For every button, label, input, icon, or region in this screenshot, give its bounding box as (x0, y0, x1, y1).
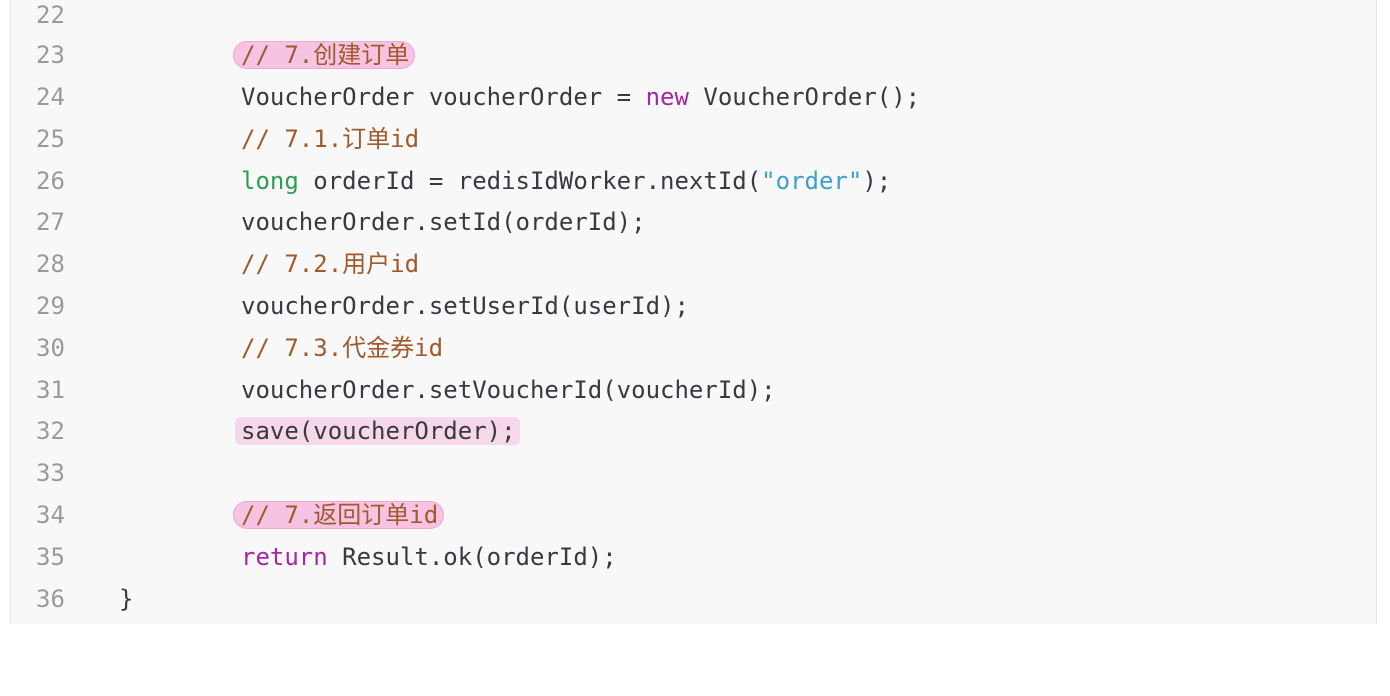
line-number: 33 (36, 459, 65, 487)
code-line: 23 // 7.创建订单 (11, 40, 1376, 82)
line-number: 26 (36, 167, 65, 195)
highlighted-comment: // 7.创建订单 (233, 41, 416, 69)
code-text: voucherOrder.setId(orderId); (241, 208, 646, 236)
line-number: 34 (36, 501, 65, 529)
code-line: 29 voucherOrder.setUserId(userId); (11, 291, 1376, 333)
comment-text: // 7.2.用户id (241, 250, 420, 278)
code-text: VoucherOrder voucherOrder = new VoucherO… (241, 82, 920, 112)
code-token: VoucherOrder voucherOrder = (241, 83, 646, 111)
highlighted-comment: // 7.返回订单id (233, 501, 445, 529)
code-text: voucherOrder.setVoucherId(voucherId); (241, 376, 776, 404)
code-line: 34 // 7.返回订单id (11, 500, 1376, 542)
string-token: "order" (761, 167, 863, 195)
code-line: 31 voucherOrder.setVoucherId(voucherId); (11, 375, 1376, 417)
highlighted-code: save(voucherOrder); (235, 417, 520, 445)
comment-text: // 7.3.代金券id (241, 334, 444, 362)
keyword-token: return (241, 543, 328, 571)
code-token: Result.ok(orderId); (327, 543, 617, 571)
code-line: 24 VoucherOrder voucherOrder = new Vouch… (11, 82, 1376, 124)
code-line: 32 save(voucherOrder); (11, 416, 1376, 458)
code-line: 35 return Result.ok(orderId); (11, 542, 1376, 584)
code-text: save(voucherOrder); (235, 416, 520, 446)
line-number: 30 (36, 334, 65, 362)
code-token: orderId = redisIdWorker.nextId( (298, 167, 762, 195)
line-number: 27 (36, 208, 65, 236)
line-number: 36 (36, 585, 65, 613)
code-line: 36 } (11, 584, 1376, 626)
code-line: 33 (11, 458, 1376, 500)
code-token: ); (862, 167, 892, 195)
line-number: 35 (36, 543, 65, 571)
code-text: long orderId = redisIdWorker.nextId("ord… (241, 166, 891, 196)
code-text: // 7.返回订单id (233, 500, 445, 530)
code-line: 27 voucherOrder.setId(orderId); (11, 207, 1376, 249)
code-text: voucherOrder.setUserId(userId); (241, 292, 689, 320)
code-text: // 7.创建订单 (233, 40, 416, 70)
line-number: 31 (36, 376, 65, 404)
code-line: 22 (11, 0, 1376, 42)
type-token: long (241, 167, 299, 195)
keyword-token: new (645, 83, 689, 111)
line-number: 25 (36, 125, 65, 153)
code-block: 22 23 // 7.创建订单 24 VoucherOrder voucherO… (10, 0, 1377, 624)
code-line: 26 long orderId = redisIdWorker.nextId("… (11, 166, 1376, 208)
line-number: 29 (36, 292, 65, 320)
code-line: 25 // 7.1.订单id (11, 124, 1376, 166)
comment-text: // 7.1.订单id (241, 125, 420, 153)
code-text: } (119, 585, 134, 613)
line-number: 24 (36, 83, 65, 111)
line-number: 32 (36, 417, 65, 445)
code-token: VoucherOrder(); (688, 83, 921, 111)
code-text: return Result.ok(orderId); (241, 542, 617, 572)
line-number: 22 (36, 1, 65, 29)
line-number: 28 (36, 250, 65, 278)
code-line: 30 // 7.3.代金券id (11, 333, 1376, 375)
code-line: 28 // 7.2.用户id (11, 249, 1376, 291)
line-number: 23 (36, 41, 65, 69)
